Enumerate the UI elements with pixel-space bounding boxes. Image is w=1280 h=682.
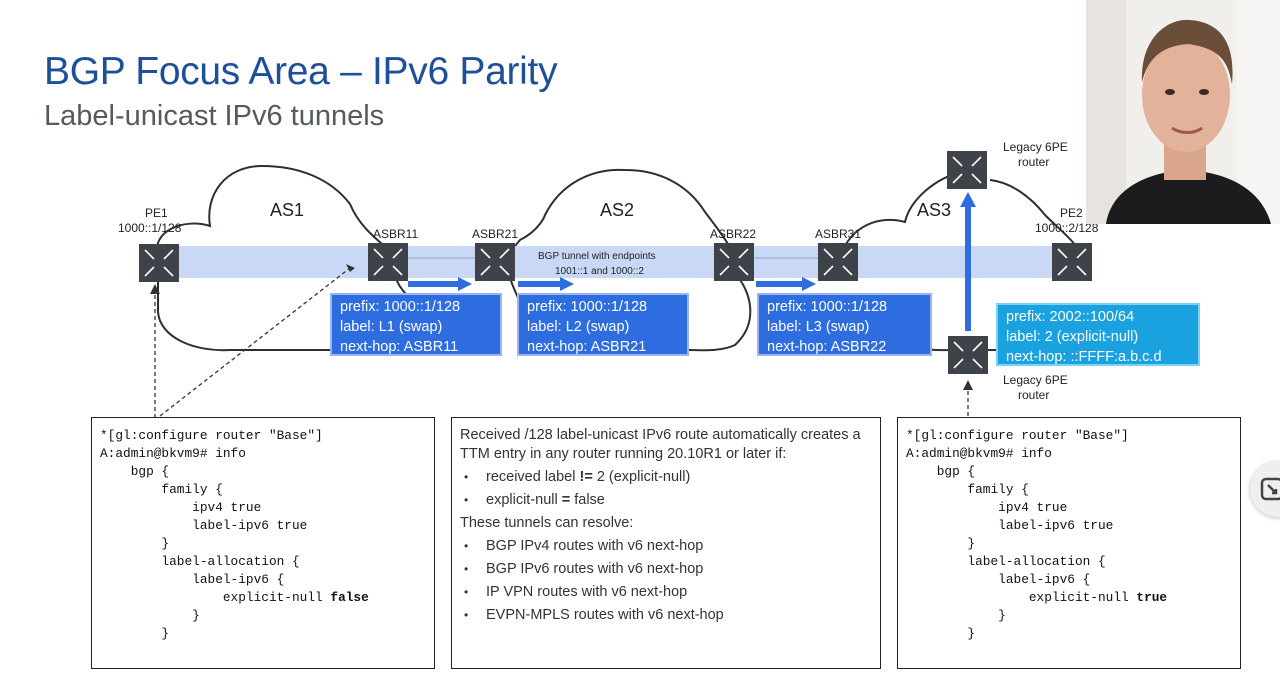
condition-list: received label != 2 (explicit-null) expl…: [460, 468, 880, 510]
explicit-null-value: false: [330, 590, 369, 605]
code-line: label-ipv6 true: [100, 518, 308, 533]
code-line: bgp {: [906, 464, 976, 479]
label-text: label: L2 (swap): [527, 319, 630, 335]
prefix-box-asbr21: prefix: 1000::1/128 label: L2 (swap) nex…: [517, 293, 689, 356]
code-line: A:admin@bkvm9# info: [100, 446, 246, 461]
label-text: label: L3 (swap): [767, 319, 870, 335]
arrow-asbr11-to-asbr21: [408, 277, 472, 291]
code-line: *[gl:configure router "Base"]: [906, 428, 1129, 443]
prefix-text: prefix: 1000::1/128: [340, 299, 461, 315]
next-hop-text: next-hop: ASBR21: [527, 339, 647, 355]
router-asbr22-icon: [714, 243, 754, 281]
presenter-avatar-icon: [1086, 0, 1280, 224]
arrow-legacy-up: [960, 192, 976, 331]
prefix-box-asbr11: prefix: 1000::1/128 label: L1 (swap) nex…: [330, 293, 502, 356]
config-left-code: *[gl:configure router "Base"] A:admin@bk…: [100, 427, 434, 643]
code-line: ipv4 true: [100, 500, 262, 515]
pe2-address: 1000::2/128: [1035, 221, 1099, 235]
floating-action-button[interactable]: [1250, 461, 1280, 517]
condition-item: received label != 2 (explicit-null): [464, 468, 880, 487]
as3-label: AS3: [917, 200, 951, 220]
code-line: family {: [906, 482, 1029, 497]
config-right-box: *[gl:configure router "Base"] A:admin@bk…: [897, 417, 1241, 669]
info-intro: Received /128 label-unicast IPv6 route a…: [460, 427, 861, 462]
next-hop-text: next-hop: ASBR22: [767, 339, 887, 355]
asbr11-label: ASBR11: [373, 227, 418, 241]
code-line: explicit-null: [906, 590, 1137, 605]
resolve-list: BGP IPv4 routes with v6 next-hop BGP IPv…: [460, 537, 880, 625]
slide-subtitle: Label-unicast IPv6 tunnels: [44, 100, 385, 132]
pe1-label: PE1: [145, 206, 168, 220]
prefix-box-asbr22: prefix: 1000::1/128 label: L3 (swap) nex…: [757, 293, 932, 356]
code-line: *[gl:configure router "Base"]: [100, 428, 323, 443]
resolve-item: EVPN-MPLS routes with v6 next-hop: [464, 606, 880, 625]
router-asbr21-icon: [475, 243, 515, 281]
resolve-title: These tunnels can resolve:: [460, 515, 634, 531]
arrow-asbr22-to-asbr31: [756, 277, 816, 291]
info-box: Received /128 label-unicast IPv6 route a…: [451, 417, 881, 669]
code-line: label-allocation {: [906, 554, 1106, 569]
pe1-address: 1000::1/128: [118, 221, 182, 235]
config-right-code: *[gl:configure router "Base"] A:admin@bk…: [906, 427, 1240, 643]
presenter-webcam: [1086, 0, 1280, 224]
code-line: A:admin@bkvm9# info: [906, 446, 1052, 461]
as2-cloud: [507, 168, 752, 352]
router-asbr11-icon: [368, 243, 408, 281]
code-line: ipv4 true: [906, 500, 1068, 515]
explicit-null-value: true: [1136, 590, 1168, 605]
legacy-bottom-label-1: Legacy 6PE: [1003, 373, 1068, 387]
code-line: explicit-null: [100, 590, 331, 605]
dashed-pointer-asbr11: [159, 267, 351, 417]
asbr22-label: ASBR22: [710, 227, 756, 241]
code-line: label-ipv6 true: [906, 518, 1114, 533]
bgp-tunnel-band: [160, 246, 1072, 278]
as2-label: AS2: [600, 200, 634, 220]
code-line: family {: [100, 482, 223, 497]
router-asbr31-icon: [818, 243, 858, 281]
code-line: }: [100, 626, 170, 641]
prefix-text: prefix: 1000::1/128: [527, 299, 648, 315]
code-line: }: [100, 536, 170, 551]
router-legacy-bottom-icon: [948, 336, 988, 374]
as1-label: AS1: [270, 200, 304, 220]
label-text: label: L1 (swap): [340, 319, 443, 335]
legacy-bottom-label-2: router: [1018, 388, 1049, 402]
next-hop-text: next-hop: ::FFFF:a.b.c.d: [1006, 349, 1162, 365]
slide-title: BGP Focus Area – IPv6 Parity: [44, 50, 558, 93]
asbr21-label: ASBR21: [472, 227, 518, 241]
router-legacy-top-icon: [947, 151, 987, 189]
code-line: label-ipv6 {: [100, 572, 285, 587]
prefix-text: prefix: 1000::1/128: [767, 299, 888, 315]
code-line: label-allocation {: [100, 554, 300, 569]
expand-icon: [1260, 477, 1280, 501]
resolve-item: BGP IPv4 routes with v6 next-hop: [464, 537, 880, 556]
code-line: bgp {: [100, 464, 170, 479]
pe2-label: PE2: [1060, 206, 1083, 220]
router-pe2-icon: [1052, 243, 1092, 281]
config-left-box: *[gl:configure router "Base"] A:admin@bk…: [91, 417, 435, 669]
prefix-box-legacy: prefix: 2002::100/64 label: 2 (explicit-…: [996, 303, 1200, 366]
code-line: }: [906, 536, 976, 551]
code-line: }: [906, 608, 1006, 623]
code-line: }: [906, 626, 976, 641]
arrow-asbr21-to-as2: [518, 277, 574, 291]
prefix-text: prefix: 2002::100/64: [1006, 309, 1135, 325]
resolve-item: BGP IPv6 routes with v6 next-hop: [464, 560, 880, 579]
tunnel-label-1: BGP tunnel with endpoints: [538, 251, 656, 262]
code-line: }: [100, 608, 200, 623]
legacy-top-label-2: router: [1018, 155, 1049, 169]
condition-item: explicit-null = false: [464, 491, 880, 510]
resolve-item: IP VPN routes with v6 next-hop: [464, 583, 880, 602]
tunnel-label-2: 1001::1 and 1000::2: [555, 266, 644, 277]
next-hop-text: next-hop: ASBR11: [340, 339, 459, 355]
code-line: label-ipv6 {: [906, 572, 1091, 587]
router-pe1-icon: [139, 244, 179, 282]
legacy-top-label-1: Legacy 6PE: [1003, 140, 1068, 154]
asbr31-label: ASBR31: [815, 227, 861, 241]
label-text: label: 2 (explicit-null): [1006, 329, 1139, 345]
